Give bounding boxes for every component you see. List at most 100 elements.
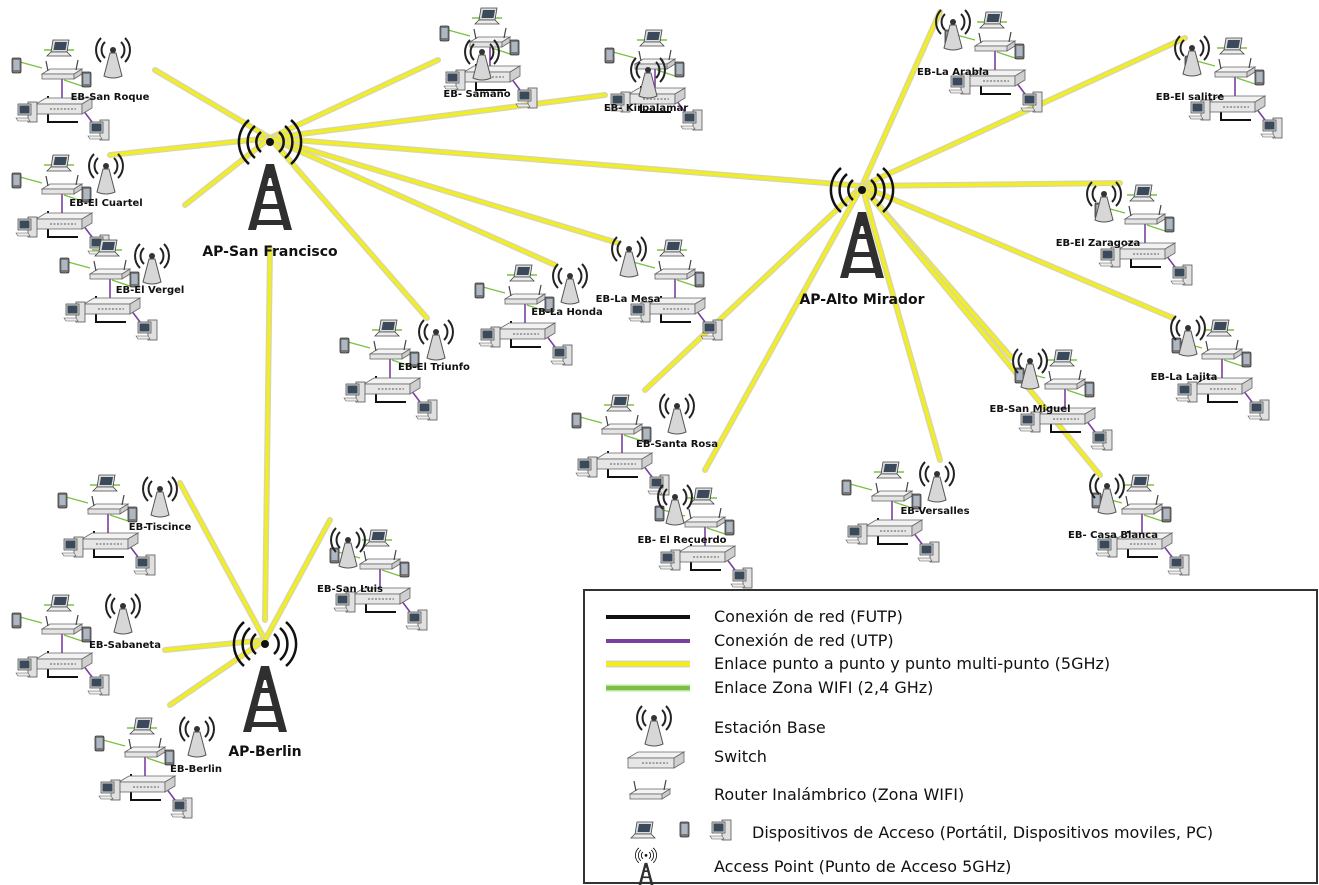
site-eb-san-miguel: EB-San Miguel (989, 348, 1112, 450)
legend-wifi-label: Enlace Zona WIFI (2,4 GHz) (714, 678, 933, 697)
base-station-label: EB-La Honda (531, 307, 602, 318)
base-station-label: EB-El Zaragoza (1056, 238, 1141, 249)
site-eb-berlin: EB-Berlin (95, 716, 222, 818)
site-eb-el-vergel: EB-El Vergel (60, 240, 184, 340)
base-station-icon (659, 393, 695, 435)
site-eb-samano: EB- Samano (440, 8, 537, 108)
base-station-label: EB- Samano (443, 89, 510, 100)
base-station-icon (1086, 181, 1122, 223)
pc-icon (709, 819, 732, 841)
base-station-icon (418, 319, 454, 361)
base-station-icon (134, 243, 170, 285)
link-eb-la-honda (267, 135, 558, 268)
legend-access-devices-label: Dispositivos de Acceso (Portátil, Dispos… (752, 823, 1213, 842)
link-eb-tiscince (177, 480, 268, 643)
site-eb-el-cuartel: EB-El Cuartel (12, 153, 143, 255)
link-eb-berlin (167, 637, 268, 708)
link-eb-casa-blanca (859, 183, 1103, 478)
legend-5ghz-label: Enlace punto a punto y punto multi-punto… (714, 654, 1110, 673)
link-eb-el-cuartel (107, 135, 273, 158)
site-eb-sabaneta: EB-Sabaneta (12, 593, 161, 695)
base-station-icon (919, 461, 955, 503)
site-eb-san-luis: EB-San Luis (317, 527, 427, 630)
site-equipment (605, 30, 702, 130)
site-eb-el-recuerdo: EB- El Recuerdo (637, 484, 752, 588)
link-eb-el-triunfo (267, 135, 430, 321)
site-eb-la-honda: EB-La Honda (475, 263, 603, 365)
base-station-label: EB-El Cuartel (69, 198, 142, 209)
link-eb-versalles (859, 183, 943, 463)
site-eb-casa-blanca: EB- Casa Blanca (1068, 473, 1189, 575)
link-eb-sabaneta (162, 637, 268, 653)
base-station-label: EB-San Miguel (989, 404, 1070, 415)
base-station-label: EB-San Roque (71, 92, 150, 103)
access-point-label: AP-San Francisco (202, 244, 338, 260)
site-eb-versalles: EB-Versalles (842, 461, 970, 562)
base-station-icon (142, 476, 178, 518)
legend-box (583, 589, 1318, 884)
backbone-link (267, 135, 865, 189)
base-station-icon (88, 153, 124, 195)
link-eb-la-mesa (267, 135, 621, 246)
link-eb-santa-rosa (642, 183, 865, 393)
backbone-link (262, 245, 273, 623)
site-eb-santa-rosa: EB-Santa Rosa (572, 393, 718, 495)
site-eb-la-lajita: EB-La Lajita (1151, 315, 1269, 420)
base-station-label: EB-Tiscince (129, 522, 192, 533)
base-station-label: EB-La Lajita (1151, 372, 1218, 383)
base-station-label: EB-El Vergel (116, 285, 185, 296)
link-eb-san-roque (152, 67, 273, 141)
site-eb-tiscince: EB-Tiscince (58, 475, 191, 575)
legend-utp-label: Conexión de red (UTP) (714, 631, 894, 650)
legend: Conexión de red (FUTP) Conexión de red (… (583, 589, 1318, 885)
site-eb-la-arabia: EB-La Arabia (917, 9, 1042, 112)
base-station-label: EB-El Triunfo (398, 362, 470, 373)
switch-icon (627, 751, 685, 769)
base-station-label: EB- Kirpalamar (604, 103, 688, 114)
base-station-label: EB-Berlin (170, 764, 222, 775)
ap-san-francisco: AP-San Francisco (202, 118, 338, 260)
base-station-icon (552, 263, 588, 305)
mobile-icon (679, 821, 690, 838)
legend-base-station-label: Estación Base (714, 718, 826, 737)
site-eb-la-mesa: EB-La Mesa (596, 236, 722, 340)
base-station-label: EB- Casa Blanca (1068, 530, 1158, 541)
base-station-icon (95, 37, 131, 79)
link-eb-el-vergel (182, 135, 273, 208)
ap-berlin: AP-Berlin (228, 620, 302, 760)
link-eb-la-arabia (859, 9, 943, 189)
link-eb-el-zaragoza (859, 180, 1123, 189)
legend-futp-label: Conexión de red (FUTP) (714, 607, 903, 626)
link-eb-samano (267, 57, 441, 141)
base-station-label: EB-Sabaneta (89, 640, 161, 651)
link-eb-san-luis (262, 517, 333, 643)
base-station-label: EB-Santa Rosa (636, 439, 718, 450)
legend-router-label: Router Inalámbrico (Zona WIFI) (714, 785, 964, 804)
site-equipment (1095, 185, 1192, 285)
base-station-label: EB-La Arabia (917, 67, 989, 78)
link-eb-el-salitre (859, 35, 1188, 189)
access-point-label: AP-Alto Mirador (799, 292, 924, 308)
link-eb-kirpalamar (267, 92, 608, 141)
access-point-label: AP-Berlin (228, 744, 301, 760)
site-eb-kirpalamar: EB- Kirpalamar (604, 30, 702, 130)
site-equipment (945, 12, 1042, 112)
base-station-icon (105, 593, 141, 635)
base-station-label: EB-El salitre (1156, 92, 1225, 103)
link-eb-la-lajita (859, 183, 1176, 321)
site-equipment (1185, 38, 1282, 138)
base-station-label: EB- El Recuerdo (637, 535, 726, 546)
base-station-label: EB-Versalles (900, 506, 969, 517)
site-equipment (12, 40, 109, 140)
base-station-label: EB-San Luis (317, 584, 383, 595)
legend-access-point-label: Access Point (Punto de Acceso 5GHz) (714, 857, 1011, 876)
site-eb-san-roque: EB-San Roque (12, 37, 150, 140)
site-eb-el-salitre: EB-El salitre (1156, 35, 1282, 138)
legend-switch-label: Switch (714, 747, 767, 766)
base-station-label: EB-La Mesa (596, 294, 661, 305)
links-5ghz (107, 9, 1188, 708)
link-eb-el-recuerdo (702, 183, 865, 473)
base-station-icon (179, 716, 215, 758)
